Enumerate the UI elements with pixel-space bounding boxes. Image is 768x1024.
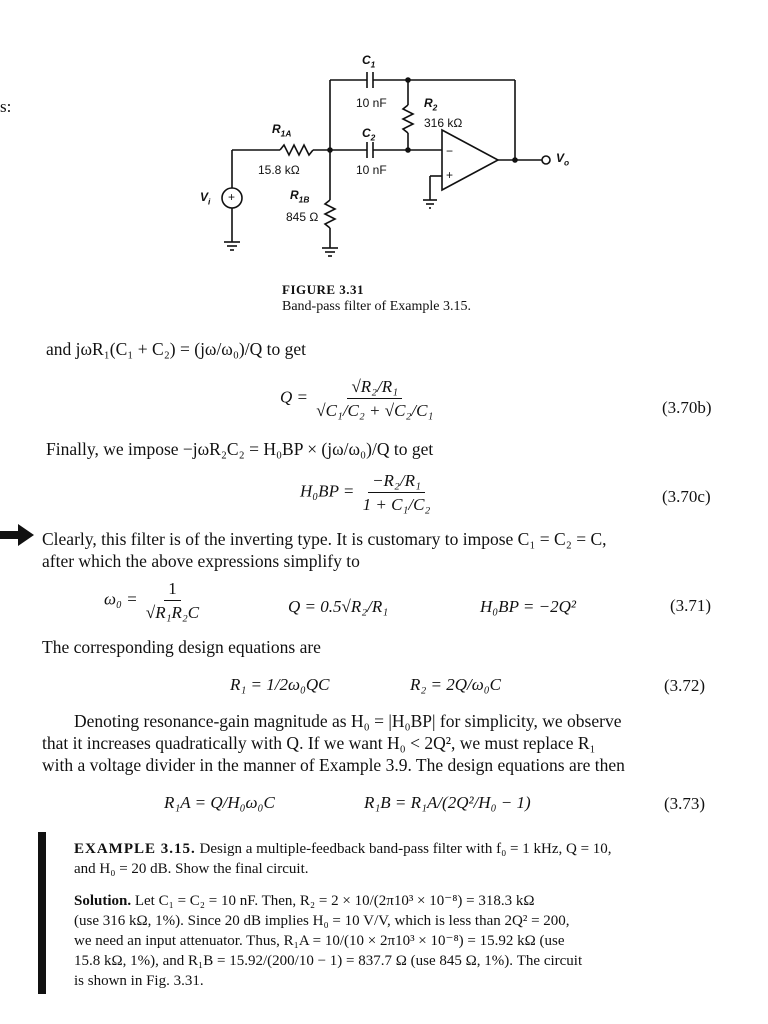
eq-370c-numerator: −R₂/R₁ bbox=[368, 470, 425, 493]
text-clearly-line1: Clearly, this filter is of the inverting… bbox=[42, 529, 607, 549]
c1-label: C1 bbox=[362, 53, 376, 70]
solution-line1-text: Let C₁ = C₂ = 10 nF. Then, R₂ = 2 × 10/(… bbox=[134, 893, 535, 909]
text-denoting-line1: Denoting resonance-gain magnitude as H₀ … bbox=[74, 711, 622, 731]
example-label: EXAMPLE 3.15. bbox=[74, 841, 196, 857]
figure-caption: Band-pass filter of Example 3.15. bbox=[282, 299, 471, 314]
r1b-label: R1B bbox=[290, 188, 310, 205]
r1b-value: 845 Ω bbox=[286, 210, 319, 224]
eq-370c-denominator: 1 + C₁/C₂ bbox=[362, 495, 431, 514]
source-plus-sign: + bbox=[228, 190, 236, 204]
text-denoting-line3: with a voltage divider in the manner of … bbox=[42, 755, 625, 775]
r2-label: R2 bbox=[424, 96, 438, 113]
example-line1: EXAMPLE 3.15. Design a multiple-feedback… bbox=[74, 840, 612, 859]
figure-label: FIGURE 3.31 bbox=[282, 282, 365, 297]
solution-line2: (use 316 kΩ, 1%). Since 20 dB implies H₀… bbox=[74, 913, 570, 929]
vo-label: Vo bbox=[556, 151, 570, 168]
opamp-minus-sign: − bbox=[446, 144, 454, 158]
eq-372-r1: R₁ = 1/2ω₀QC bbox=[230, 675, 330, 694]
eq-number-372: (3.72) bbox=[664, 676, 706, 695]
eq-number-373: (3.73) bbox=[664, 794, 706, 813]
eq-371-w0: ω₀ = 1 √R₁R₂C bbox=[104, 578, 203, 623]
c2-value: 10 nF bbox=[356, 163, 387, 177]
text-line-and: and jωR₁(C₁ + C₂) = (jω/ω₀)/Q to get bbox=[46, 339, 306, 359]
eq-370b-fraction: √R₂/R₁ √C₁/C₂ + √C₂/C₁ bbox=[312, 376, 437, 421]
r1a-value: 15.8 kΩ bbox=[258, 163, 300, 177]
example-margin-bar bbox=[38, 832, 46, 994]
eq-number-370b: (3.70b) bbox=[662, 398, 712, 417]
eq-number-370c: (3.70c) bbox=[662, 487, 711, 506]
solution-line4: 15.8 kΩ, 1%), and R₁B = 15.92/(200/10 − … bbox=[74, 953, 583, 969]
text-clearly-line2: after which the above expressions simpli… bbox=[42, 551, 360, 571]
eq-373-r1b: R₁B = R₁A/(2Q²/H₀ − 1) bbox=[364, 793, 531, 812]
solution-label: Solution. bbox=[74, 893, 132, 909]
eq-370c-fraction: −R₂/R₁ 1 + C₁/C₂ bbox=[359, 470, 435, 515]
eq-371-w0-lhs: ω₀ = bbox=[104, 589, 138, 609]
band-pass-filter-schematic bbox=[221, 72, 551, 257]
opamp-plus-sign: + bbox=[446, 168, 454, 182]
solution-line3: we need an input attenuator. Thus, R₁A =… bbox=[74, 933, 565, 949]
eq-371-h: H₀BP = −2Q² bbox=[480, 597, 576, 616]
eq-370c-lhs: H₀BP = bbox=[300, 481, 355, 501]
example-line1-text: Design a multiple-feedback band-pass fil… bbox=[199, 841, 612, 857]
vi-label: Vi bbox=[200, 190, 211, 207]
eq-373-r1a: R₁A = Q/H₀ω₀C bbox=[164, 793, 275, 812]
solution-line5: is shown in Fig. 3.31. bbox=[74, 973, 204, 989]
c1-value: 10 nF bbox=[356, 96, 387, 110]
r1a-label: R1A bbox=[272, 122, 292, 139]
eq-370c: H₀BP = −R₂/R₁ 1 + C₁/C₂ bbox=[300, 470, 434, 515]
eq-371-denominator: √R₁R₂C bbox=[145, 603, 200, 622]
margin-arrow-icon bbox=[0, 524, 34, 546]
eq-371-q: Q = 0.5√R₂/R₁ bbox=[288, 597, 389, 616]
eq-370b-denominator: √C₁/C₂ + √C₂/C₁ bbox=[316, 401, 434, 420]
solution-line1: Solution. Let C₁ = C₂ = 10 nF. Then, R₂ … bbox=[74, 892, 535, 911]
example-line2: and H₀ = 20 dB. Show the final circuit. bbox=[74, 861, 309, 877]
r2-value: 316 kΩ bbox=[424, 116, 463, 130]
eq-370b-lhs: Q = bbox=[280, 387, 308, 407]
text-denoting-line2: that it increases quadratically with Q. … bbox=[42, 733, 596, 753]
eq-372-r2: R₂ = 2Q/ω₀C bbox=[410, 675, 502, 694]
eq-370b: Q = √R₂/R₁ √C₁/C₂ + √C₂/C₁ bbox=[280, 376, 437, 421]
eq-371-fraction: 1 √R₁R₂C bbox=[142, 578, 203, 623]
c2-label: C2 bbox=[362, 126, 376, 143]
eq-370b-numerator: √R₂/R₁ bbox=[347, 376, 403, 399]
text-line-finally: Finally, we impose −jωR₂C₂ = H₀BP × (jω/… bbox=[46, 439, 434, 459]
text-design-equations: The corresponding design equations are bbox=[42, 637, 321, 657]
eq-number-371: (3.71) bbox=[670, 596, 712, 615]
eq-371-numerator: 1 bbox=[164, 578, 181, 601]
margin-fragment: s: bbox=[0, 97, 12, 116]
